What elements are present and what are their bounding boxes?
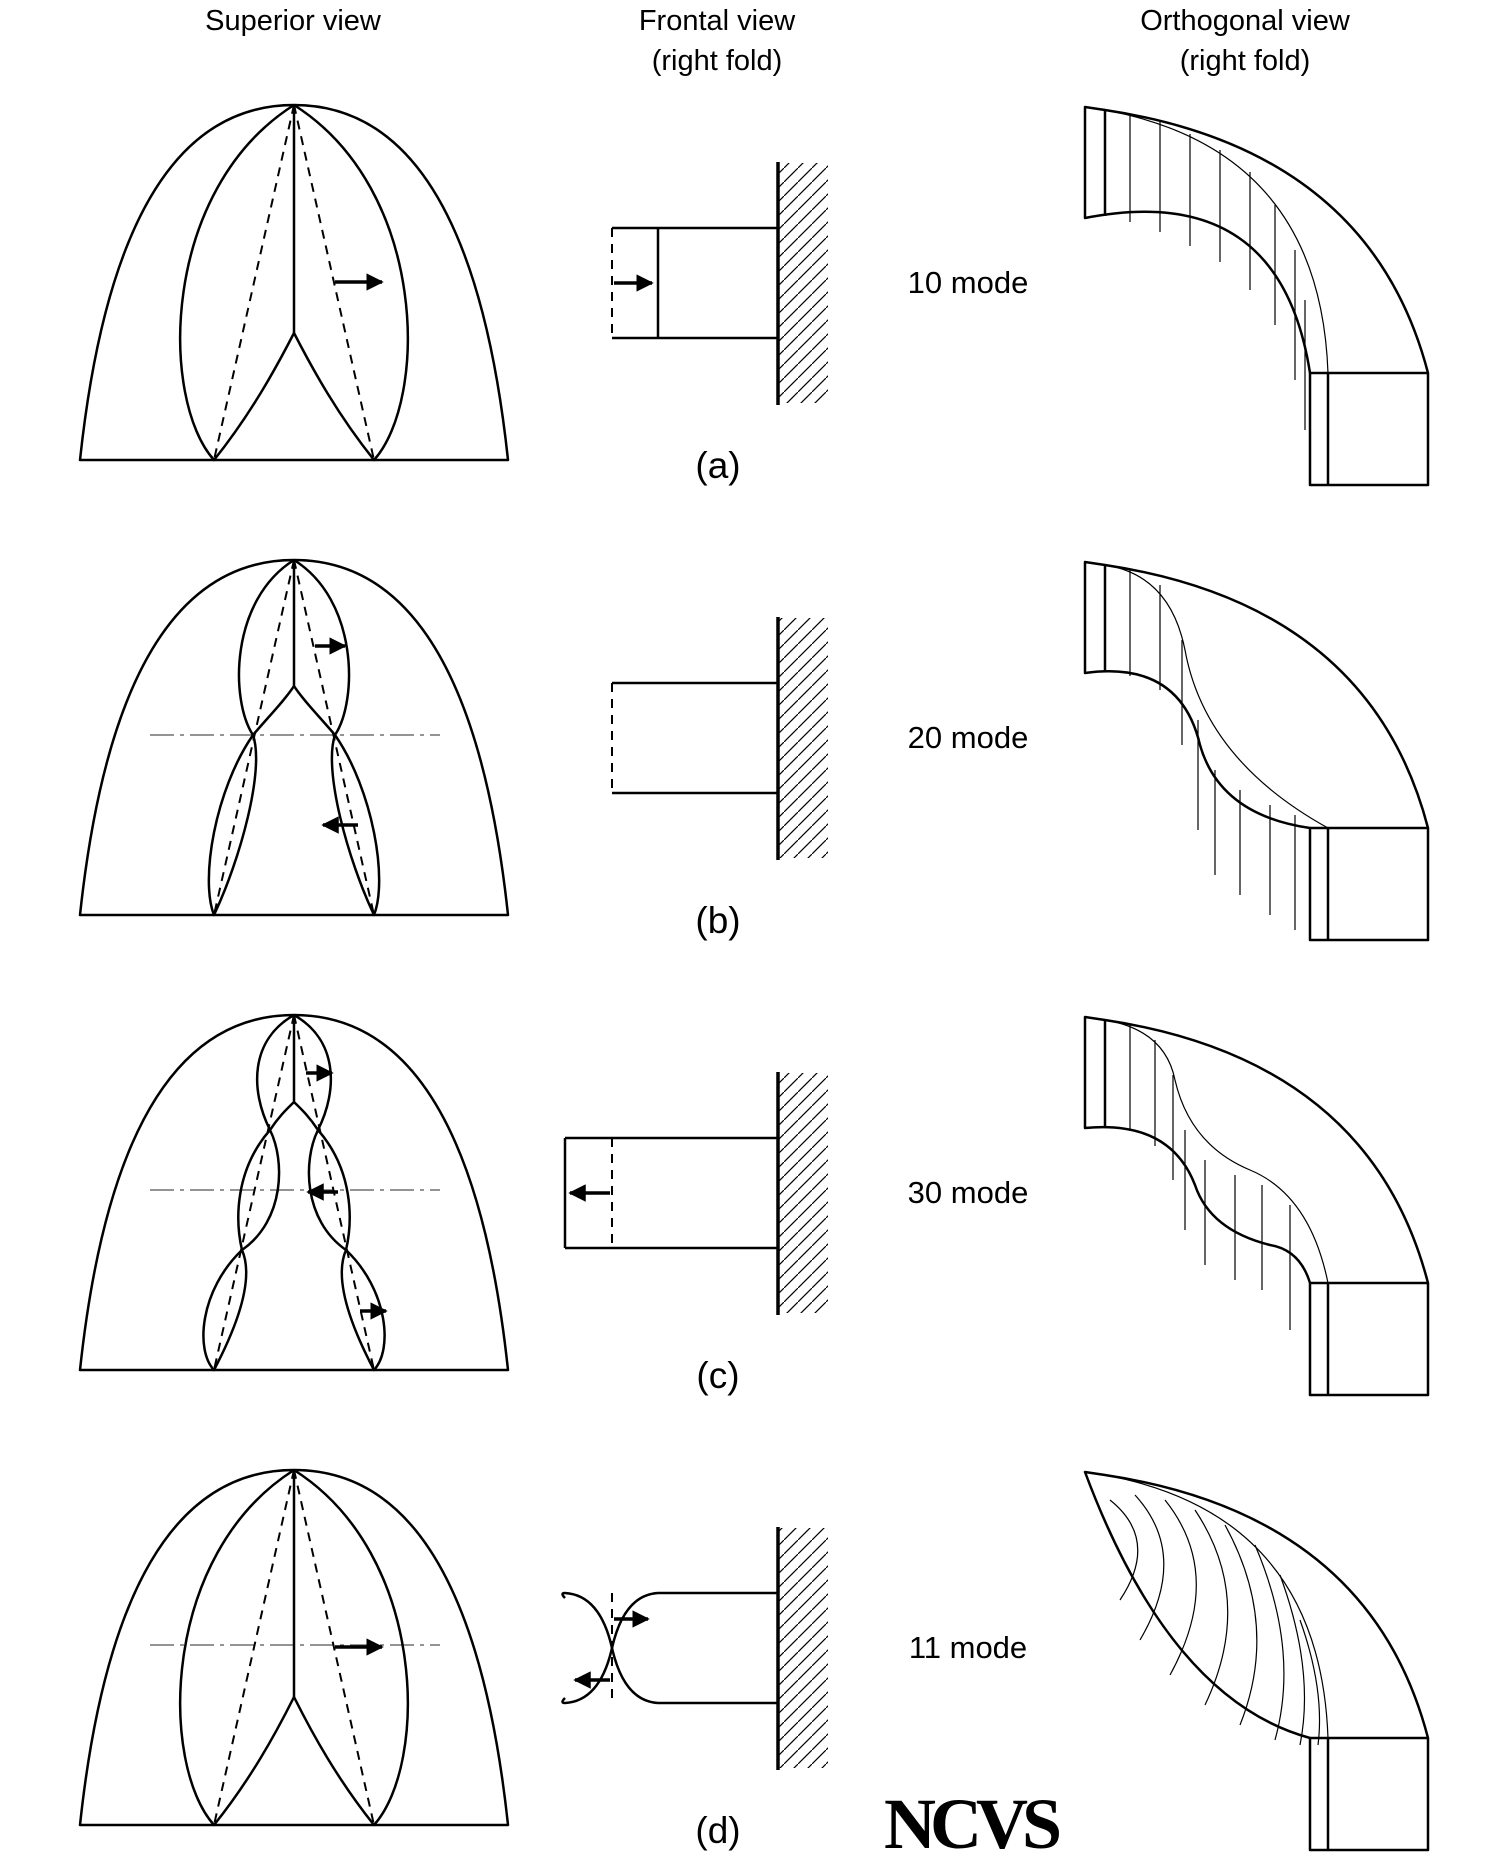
orthogonal-view-c <box>1083 1015 1430 1397</box>
row-d: 11 mode (d) <box>78 1468 1430 1852</box>
orthogonal-view-b <box>1083 560 1430 942</box>
panel-label-a: (a) <box>695 445 740 486</box>
superior-view-b <box>78 558 510 917</box>
panel-label-c: (c) <box>696 1355 739 1396</box>
row-c: 30 mode (c) <box>78 1013 1430 1397</box>
orthogonal-view-d <box>1083 1470 1430 1852</box>
frontal-view-b <box>611 617 828 860</box>
orthogonal-view-a <box>1083 105 1430 487</box>
superior-view-c <box>78 1013 510 1372</box>
superior-view-a <box>78 103 510 462</box>
row-a: 10 mode (a) <box>78 103 1430 487</box>
header-frontal-subtitle: (right fold) <box>652 45 783 77</box>
frontal-view-d <box>561 1527 828 1770</box>
mode-label-b: 20 mode <box>908 720 1029 755</box>
header-superior-view: Superior view <box>205 5 382 37</box>
mode-label-a: 10 mode <box>908 265 1029 300</box>
frontal-view-a <box>611 162 828 405</box>
header-orthogonal-subtitle: (right fold) <box>1180 45 1311 77</box>
superior-view-d <box>78 1468 510 1827</box>
panel-label-b: (b) <box>695 900 740 941</box>
panel-label-d: (d) <box>695 1810 740 1851</box>
header-orthogonal-view: Orthogonal view <box>1140 5 1351 37</box>
mode-label-d: 11 mode <box>909 1630 1027 1665</box>
ncvs-logo: NCVS <box>884 1784 1059 1864</box>
row-b: 20 mode (b) <box>78 558 1430 942</box>
header-frontal-view: Frontal view <box>639 5 796 37</box>
frontal-view-c <box>563 1072 828 1315</box>
mode-label-c: 30 mode <box>908 1175 1029 1210</box>
